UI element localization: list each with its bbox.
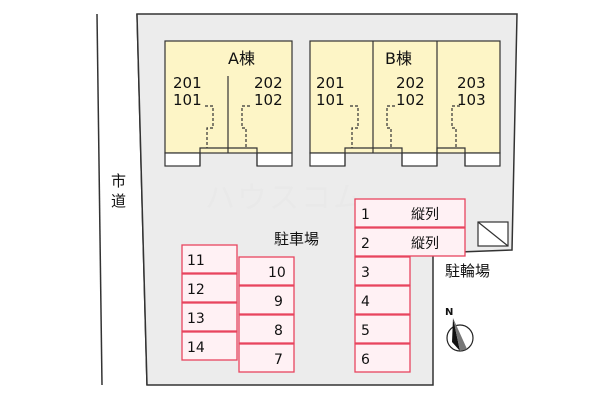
building-b-body [309,40,501,154]
building-b-entry-notch-2 [436,147,466,166]
unit-b-103: 103 [457,91,486,109]
building-a-stair-1 [205,105,214,148]
compass-north-label: N [445,307,453,318]
building-a: A棟 201 101 202 102 [164,40,293,167]
building-b-title: B棟 [385,49,412,68]
compass-needle-dark [452,318,460,351]
parking-space-6-number: 6 [361,352,370,368]
parking-area-label: 駐車場 [274,230,319,248]
watermark-text: ハウスコム [205,181,365,216]
building-a-stair-2 [241,105,250,148]
parking-space-4 [354,285,411,315]
parking-space-1 [354,198,466,228]
parking-column-right: 1 縦列 2 縦列 3 4 5 6 [354,198,466,373]
unit-b-101: 101 [316,91,345,109]
parking-space-5-number: 5 [361,323,370,339]
unit-a-202: 202 [254,74,283,92]
building-b-porch-1 [309,152,346,167]
parking-space-5 [354,314,411,344]
unit-a-101: 101 [173,91,202,109]
unit-b-203: 203 [457,74,486,92]
parking-space-2-number: 2 [361,236,370,252]
parking-space-2-note: 縦列 [411,236,439,252]
parking-space-12-number: 12 [187,282,205,298]
road-edge-left [96,13,103,386]
building-b-porch-3 [464,152,501,167]
building-b-stair-1 [350,105,359,148]
parking-space-10 [238,256,295,286]
road-label-char-2: 道 [111,192,126,210]
parking-space-1-note: 縦列 [411,207,439,223]
parking-space-12 [181,273,238,303]
parking-column-left: 11 12 13 14 [181,244,238,361]
building-b-stair-3 [451,105,460,148]
parking-space-2 [354,227,466,257]
parking-space-14-number: 14 [187,340,205,356]
parking-space-10-number: 10 [268,265,286,281]
parking-space-7-number: 7 [274,352,283,368]
bicycle-parking-diagonal [477,221,509,247]
unit-b-202: 202 [396,74,425,92]
parking-space-3 [354,256,411,286]
parking-space-3-number: 3 [361,265,370,281]
parking-space-9 [238,285,295,315]
bicycle-parking-label: 駐輪場 [445,262,490,280]
parking-space-8-number: 8 [274,323,283,339]
parking-space-13 [181,302,238,332]
building-a-porch-2 [256,152,293,167]
parking-space-9-number: 9 [274,294,283,310]
building-b: B棟 201 101 202 102 203 103 [309,40,501,167]
building-a-entry-notch [199,147,258,166]
building-b-entry-notch-1 [344,147,403,166]
parking-space-8 [238,314,295,344]
north-compass: N [445,307,474,352]
parking-space-6 [354,343,411,373]
unit-b-102: 102 [396,91,425,109]
parking-space-4-number: 4 [361,294,370,310]
parking-column-middle: 10 9 8 7 [238,256,295,373]
road-label-char-1: 市 [111,172,126,190]
unit-a-201: 201 [173,74,202,92]
parking-space-11-number: 11 [187,253,205,269]
compass-needle-light [453,318,467,351]
parking-space-13-number: 13 [187,311,205,327]
parking-space-7 [238,343,295,373]
building-a-porch-1 [164,152,201,167]
building-b-stair-2 [386,105,395,148]
unit-a-102: 102 [254,91,283,109]
unit-b-201: 201 [316,74,345,92]
building-a-title: A棟 [228,49,255,68]
parking-space-14 [181,331,238,361]
parking-space-11 [181,244,238,274]
parking-space-1-number: 1 [361,207,370,223]
building-b-porch-2 [401,152,438,167]
